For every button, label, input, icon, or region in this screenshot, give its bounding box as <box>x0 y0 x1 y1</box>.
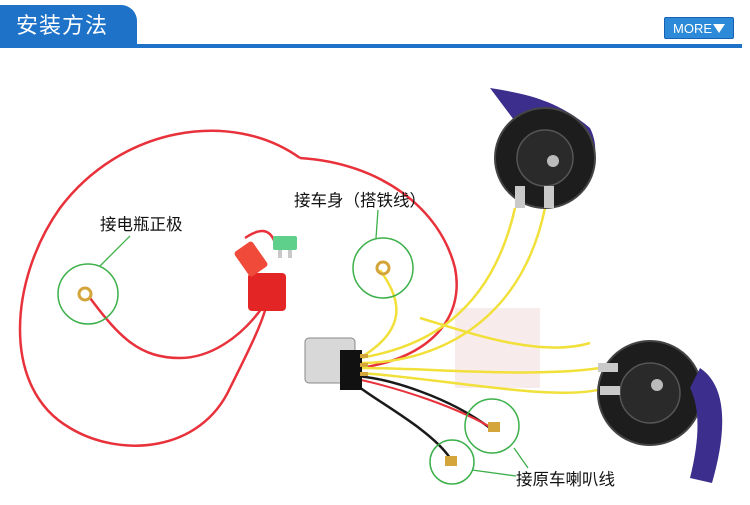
page-title: 安装方法 <box>0 5 137 48</box>
callout-circle-battery <box>57 263 119 325</box>
relay-pin-2 <box>360 363 368 367</box>
label-original-horn-wire: 接原车喇叭线 <box>516 470 615 489</box>
horn-bolt-2 <box>651 379 663 391</box>
leader-ground <box>375 209 379 239</box>
red-wire-4 <box>244 229 277 244</box>
red-wire-5 <box>351 377 496 431</box>
horn-shell-2 <box>690 368 723 483</box>
yellow-wire-3 <box>359 207 547 365</box>
chevron-down-icon <box>713 24 725 33</box>
more-button[interactable]: MORE <box>664 17 734 39</box>
horn-inner-2 <box>619 362 681 424</box>
spade-terminal-1 <box>488 422 500 432</box>
relay-socket <box>340 350 362 390</box>
black-wire-2 <box>349 379 452 459</box>
red-wire-3 <box>89 297 264 360</box>
yellow-wire-2 <box>359 207 517 360</box>
callout-circle-ground <box>352 237 414 299</box>
more-label: MORE <box>673 21 712 36</box>
relay-pin-3 <box>360 372 368 376</box>
fuse <box>273 236 297 250</box>
horn-terminal-2b <box>600 386 620 395</box>
yellow-wire-1 <box>359 269 398 360</box>
spade-terminal-2 <box>445 456 457 466</box>
wiring-diagram <box>18 88 723 485</box>
yellow-wire-4 <box>359 366 601 374</box>
header-bar: 安装方法 MORE <box>0 0 750 58</box>
fuse-leg-1 <box>278 250 282 258</box>
leader-horn-2 <box>471 469 517 477</box>
callout-circle-horn-2 <box>429 439 475 485</box>
title-underline <box>0 44 742 48</box>
relay-pin-1 <box>360 354 368 358</box>
fuse-holder <box>248 273 286 311</box>
label-body-ground: 接车身（搭铁线） <box>294 191 426 210</box>
fuse-cap <box>234 241 268 277</box>
label-battery-positive: 接电瓶正极 <box>100 215 183 234</box>
leader-battery <box>99 235 131 267</box>
horn-terminal-1b <box>544 186 554 208</box>
horn-terminal-1a <box>515 186 525 208</box>
horn-terminal-2a <box>598 363 618 372</box>
watermark <box>455 308 540 388</box>
horn-bolt-1 <box>547 155 559 167</box>
yellow-wire-5 <box>359 371 606 394</box>
fuse-leg-2 <box>288 250 292 258</box>
red-wire <box>18 129 301 447</box>
callout-circle-horn-1 <box>464 398 520 454</box>
yellow-wire-6 <box>419 316 591 349</box>
ring-terminal-2 <box>375 260 391 276</box>
red-wire-2 <box>299 156 458 370</box>
horn-inner-1 <box>516 129 574 187</box>
ring-terminal-1 <box>77 286 93 302</box>
leader-horn-1 <box>513 447 529 469</box>
